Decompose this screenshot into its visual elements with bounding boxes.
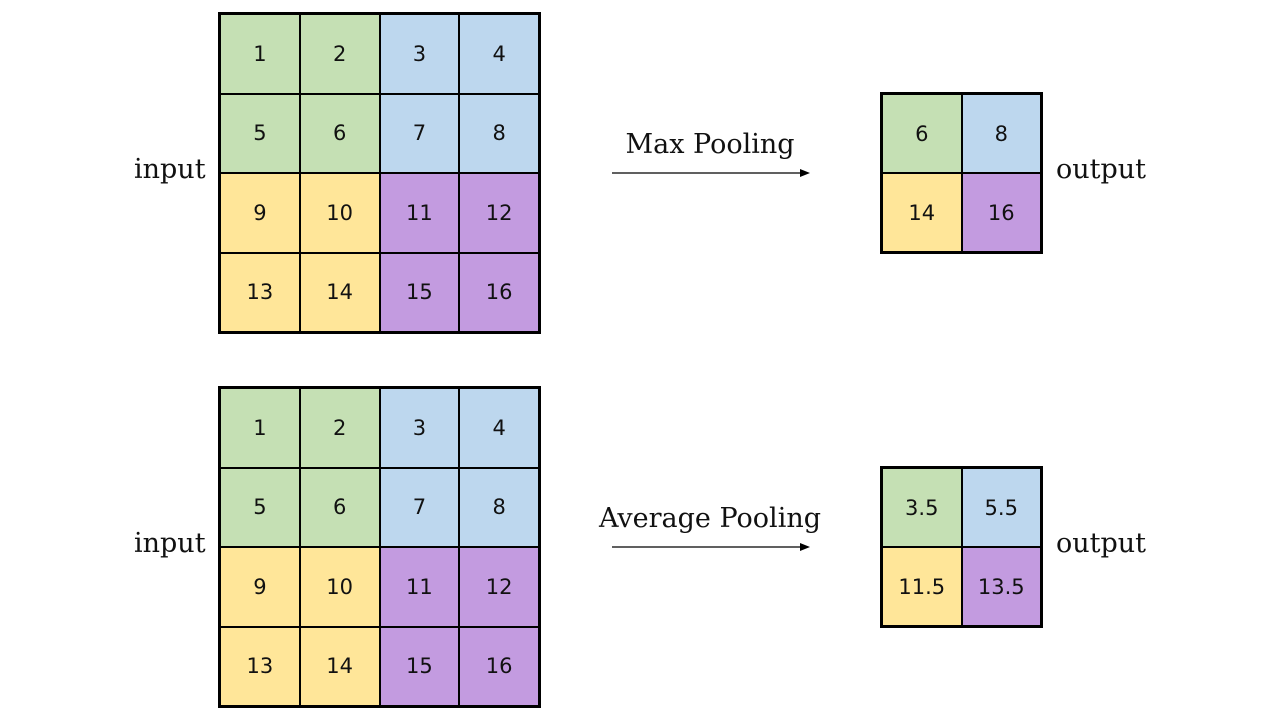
input-cell: 4 [459, 14, 539, 94]
operation-title: Average Pooling [598, 503, 821, 534]
input-cell: 13 [220, 252, 300, 332]
input-cell: 1 [220, 388, 300, 468]
input-cell: 9 [220, 547, 300, 627]
input-label: input [134, 154, 206, 185]
output-grid: 3.5 5.5 11.5 13.5 [880, 466, 1043, 628]
input-cell: 2 [299, 14, 380, 94]
output-label: output [1056, 528, 1147, 559]
input-cell: 13 [220, 626, 300, 706]
input-cell: 15 [379, 252, 460, 332]
input-grid: 1 2 3 4 5 6 7 8 9 10 11 12 13 14 15 16 [218, 12, 541, 334]
input-cell: 11 [379, 173, 460, 253]
output-cell: 16 [961, 173, 1041, 252]
input-cell: 5 [220, 93, 300, 173]
input-cell: 14 [299, 626, 380, 706]
input-cell: 11 [379, 547, 460, 627]
input-cell: 5 [220, 467, 300, 547]
input-cell: 6 [299, 93, 380, 173]
input-cell: 8 [459, 93, 539, 173]
input-grid: 1 2 3 4 5 6 7 8 9 10 11 12 13 14 15 16 [218, 386, 541, 708]
output-cell: 8 [961, 94, 1041, 173]
input-cell: 6 [299, 467, 380, 547]
input-cell: 12 [459, 173, 539, 253]
output-cell: 11.5 [882, 547, 962, 626]
input-cell: 1 [220, 14, 300, 94]
input-cell: 16 [459, 626, 539, 706]
output-cell: 14 [882, 173, 962, 252]
input-label: input [134, 528, 206, 559]
arrow-right-icon [612, 543, 810, 551]
input-cell: 16 [459, 252, 539, 332]
input-cell: 7 [379, 467, 460, 547]
input-cell: 4 [459, 388, 539, 468]
input-cell: 15 [379, 626, 460, 706]
output-label: output [1056, 154, 1147, 185]
input-cell: 2 [299, 388, 380, 468]
operation-title: Max Pooling [625, 129, 795, 160]
output-cell: 3.5 [882, 468, 962, 547]
output-cell: 6 [882, 94, 962, 173]
arrow-right-icon [612, 169, 810, 177]
input-cell: 14 [299, 252, 380, 332]
input-cell: 10 [299, 547, 380, 627]
max-pooling-panel: input 1 2 3 4 5 6 7 8 9 10 11 12 13 14 1… [0, 12, 1280, 342]
input-cell: 3 [379, 14, 460, 94]
average-pooling-panel: input 1 2 3 4 5 6 7 8 9 10 11 12 13 14 1… [0, 386, 1280, 716]
output-cell: 5.5 [961, 468, 1041, 547]
input-cell: 12 [459, 547, 539, 627]
input-cell: 7 [379, 93, 460, 173]
output-grid: 6 8 14 16 [880, 92, 1043, 254]
output-cell: 13.5 [961, 547, 1041, 626]
input-cell: 8 [459, 467, 539, 547]
input-cell: 3 [379, 388, 460, 468]
input-cell: 9 [220, 173, 300, 253]
input-cell: 10 [299, 173, 380, 253]
